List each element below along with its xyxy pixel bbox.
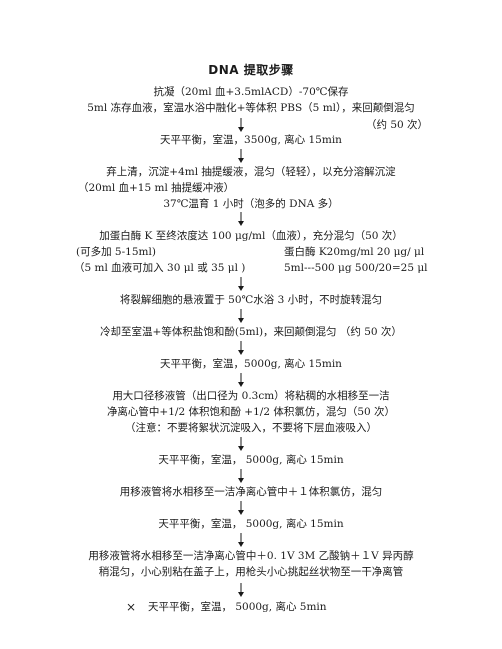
down-arrow-icon (236, 212, 246, 226)
step-12-line-2: 稍混匀，小心别粘在盖子上，用枪头小心挑起丝状物至一干净离管 (98, 566, 404, 578)
step-9-text: 天平平衡，室温， 5000g, 离心 15min (158, 454, 344, 466)
step-5-text: 将裂解细胞的悬液置于 50℃水浴 3 小时，不时旋转混匀 (119, 294, 383, 306)
step-1-line-3: （约 50 次） (366, 119, 429, 131)
down-arrow-icon (236, 583, 246, 597)
down-arrow-icon (236, 533, 246, 547)
step-3-line-2: （20ml 血+15 ml 抽提缓冲液） (78, 182, 235, 194)
step-13-text: 天平平衡，室温， 5000g, 离心 5min (148, 601, 327, 613)
down-arrow-icon (236, 373, 246, 387)
step-6-text: 冷却至室温+等体积盐饱和酚(5ml)，来回颠倒混匀 （约 50 次） (100, 326, 402, 338)
step-4-line-1: 加蛋白酶 K 至终浓度达 100 μg/ml（血液），充分混匀（50 次） (99, 230, 403, 242)
step-1-line-1: 抗凝（20ml 血+3.5mlACD）-70℃保存 (153, 86, 349, 98)
down-arrow-icon (236, 501, 246, 515)
step-12-line-1: 用移液管将水相移至一洁净离心管中＋0. 1V 3M 乙酸钠＋１V 异丙醇 (88, 550, 414, 562)
step-3-line-3: 37℃温育 1 小时（泡多的 DNA 多） (163, 198, 339, 210)
step-4-left-3: （5 ml 血液可加入 30 μl 或 35 μl ) (74, 262, 246, 274)
down-arrow-icon (236, 118, 246, 132)
step-8-line-1: 用大口径移液管（出口径为 0.3cm）将粘稠的水相移至一洁 (112, 390, 390, 402)
down-arrow-icon (236, 469, 246, 483)
step-4-left-2: (可多加 5-15ml) (76, 246, 156, 258)
down-arrow-icon (236, 341, 246, 355)
step-10-text: 用移液管将水相移至一洁净离心管中＋１体积氯仿，混匀 (119, 486, 383, 498)
step-1-line-2: 5ml 冻存血液，室温水浴中融化+等体积 PBS（5 ml），来回颠倒混匀 (87, 102, 415, 114)
step-4-right-2: 蛋白酶 K20mg/ml 20 μg/ μl (284, 246, 425, 258)
step-2-text: 天平平衡，室温，3500g, 离心 15min (160, 134, 342, 146)
down-arrow-icon (236, 437, 246, 451)
document-title: DNA 提取步骤 (208, 63, 294, 77)
down-arrow-icon (236, 149, 246, 163)
step-8-line-2: 净离心管中+1/2 体积饱和酚 +1/2 体积氯仿，混匀（50 次） (106, 406, 396, 418)
step-3-line-1: 弃上清，沉淀+4ml 抽提缓液，混匀（轻轻），以充分溶解沉淀 (106, 166, 396, 178)
step-4-right-3: 5ml---500 μg 500/20=25 μl (284, 262, 428, 274)
step-8-line-3: （注意：不要将絮状沉淀吸入，不要将下层血液吸入） (125, 422, 377, 434)
step-11-text: 天平平衡，室温， 5000g, 离心 15min (158, 518, 344, 530)
step-7-text: 天平平衡，室温，5000g, 离心 15min (160, 358, 342, 370)
down-arrow-icon (236, 277, 246, 291)
x-mark: × (126, 600, 137, 614)
down-arrow-icon (236, 309, 246, 323)
